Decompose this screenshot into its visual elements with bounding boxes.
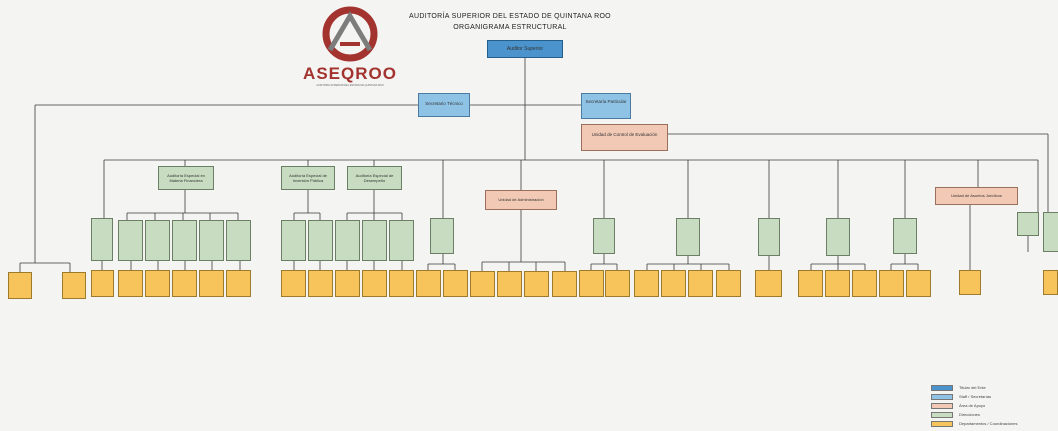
org-node: [605, 270, 630, 297]
org-node: [634, 270, 659, 297]
org-node: [688, 270, 713, 297]
org-node: [8, 272, 32, 299]
org-node: [362, 220, 387, 261]
aseqroo-logo: ASEQROO AUDITORÍA SUPERIOR DEL ESTADO DE…: [300, 4, 400, 94]
org-node: [879, 270, 904, 297]
legend-label: Direcciones: [959, 412, 980, 417]
org-node: [852, 270, 877, 297]
org-node: [906, 270, 931, 297]
org-node: [1017, 212, 1039, 236]
chart-title-line1: AUDITORÍA SUPERIOR DEL ESTADO DE QUINTAN…: [409, 13, 611, 20]
org-node: [145, 220, 170, 261]
org-node: [826, 218, 850, 256]
org-node: [145, 270, 170, 297]
legend-swatch: [931, 421, 953, 427]
org-node: [62, 272, 86, 299]
org-node: [470, 271, 495, 297]
org-node: [443, 270, 468, 297]
org-node: [91, 270, 114, 297]
org-node: [430, 218, 454, 254]
org-node: [308, 220, 333, 261]
org-node: [172, 220, 197, 261]
node-secretaria-particular: Secretaría Particular: [581, 93, 631, 119]
node-unidad-control: Unidad de Control de Evaluación: [581, 124, 668, 151]
logo-emblem-icon: [322, 6, 378, 62]
legend-row: Área de Apoyo: [931, 403, 1056, 410]
org-node: [335, 270, 360, 297]
org-node: [661, 270, 686, 297]
org-node: [362, 270, 387, 297]
org-node: [226, 220, 251, 261]
org-node: [308, 270, 333, 297]
org-node: [593, 218, 615, 254]
org-node: [798, 270, 823, 297]
legend-row: Direcciones: [931, 412, 1056, 419]
legend-label: Departamentos / Coordinaciones: [959, 421, 1018, 426]
node-auditor-superior: Auditor Superior: [487, 40, 563, 58]
org-node: [1043, 270, 1058, 295]
org-node: [199, 270, 224, 297]
chart-title-line2: ORGANIGRAMA ESTRUCTURAL: [453, 24, 567, 31]
org-node: [118, 220, 143, 261]
legend-label: Titular del Ente: [959, 385, 986, 390]
org-node: [676, 218, 700, 256]
node-auditoria-especial-financiera: Auditoría Especial en Materia Financiera: [158, 166, 214, 190]
org-node: [716, 270, 741, 297]
node-auditoria-especial-desempeno: Auditoría Especial de Desempeño: [347, 166, 402, 190]
node-auditoria-especial-inversion: Auditoría Especial de Inversión Pública: [281, 166, 335, 190]
legend-row: Departamentos / Coordinaciones: [931, 421, 1056, 428]
legend-swatch: [931, 385, 953, 391]
org-node: [389, 270, 414, 297]
legend-swatch: [931, 394, 953, 400]
org-node: [389, 220, 414, 261]
logo-text: ASEQROO: [303, 64, 397, 83]
logo-tagline: AUDITORÍA SUPERIOR DEL ESTADO DE QUINTAN…: [316, 84, 384, 87]
org-node: [755, 270, 782, 297]
org-node: [893, 218, 917, 254]
legend-label: Área de Apoyo: [959, 403, 986, 408]
org-node: [226, 270, 251, 297]
org-node: [524, 271, 549, 297]
legend-row: Titular del Ente: [931, 385, 1056, 392]
org-node: [758, 218, 780, 256]
legend-swatch: [931, 412, 953, 418]
org-node: [118, 270, 143, 297]
legend-swatch: [931, 403, 953, 409]
org-node: [335, 220, 360, 261]
org-node: [91, 218, 113, 261]
org-node: [281, 270, 306, 297]
org-node: [416, 270, 441, 297]
org-node: [579, 270, 604, 297]
org-node: [497, 271, 522, 297]
legend-label: Staff / Secretarías: [959, 394, 991, 399]
org-node: [825, 270, 850, 297]
node-secretario-tecnico: Secretario Técnico: [418, 93, 470, 117]
legend-row: Staff / Secretarías: [931, 394, 1056, 401]
org-node: [1043, 212, 1058, 252]
org-node: [172, 270, 197, 297]
org-node: [281, 220, 306, 261]
org-node: [959, 270, 981, 295]
org-node: [552, 271, 577, 297]
legend: Titular del Ente Staff / Secretarías Áre…: [931, 385, 1056, 430]
node-unidad-juridica: Unidad de Asuntos Jurídicos: [935, 187, 1018, 205]
org-node: [199, 220, 224, 261]
node-unidad-administracion: Unidad de Administración: [485, 190, 557, 210]
